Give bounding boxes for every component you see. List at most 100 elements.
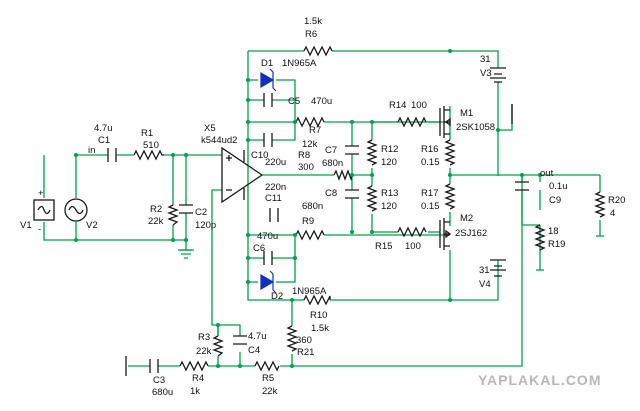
label-r10-value: 1.5k: [311, 323, 329, 334]
resistor-r16: [444, 139, 456, 166]
label-r2: R2: [150, 204, 162, 215]
diode-d1: [260, 68, 277, 92]
resistor-r6: [303, 45, 333, 57]
resistor-r2: [167, 204, 179, 226]
label-r1: R1: [141, 128, 153, 139]
label-r15-value: 100: [405, 241, 421, 252]
capacitor-c7: [345, 145, 359, 155]
label-c5-value: 470u: [311, 96, 332, 107]
label-v1: V1: [20, 220, 32, 231]
label-c4: C4: [248, 345, 260, 356]
capacitor-c5: [263, 93, 273, 107]
label-r5-value: 22k: [262, 386, 278, 397]
source-v2: [64, 198, 88, 222]
capacitor-c8: [345, 189, 359, 199]
label-r14: R14: [389, 100, 406, 111]
mosfet-m2: [439, 218, 452, 250]
label-r21: R21: [297, 347, 314, 358]
source-v1: [33, 199, 55, 221]
label-c4-value: 4.7u: [248, 331, 267, 342]
mosfet-m1: [439, 106, 451, 138]
label-v4: V4: [479, 279, 491, 290]
label-r3: R3: [198, 332, 210, 343]
resistor-r13: [366, 185, 378, 212]
capacitor-c6: [263, 251, 273, 265]
label-d2-type: 1N965A: [292, 286, 327, 297]
label-c6-value: 470u: [257, 231, 278, 242]
label-r16: R16: [421, 144, 438, 155]
label-c3-value: 680u: [152, 387, 173, 398]
resistor-r7: [295, 116, 325, 128]
label-c2-value: 120p: [195, 220, 216, 231]
label-d1: D1: [261, 58, 273, 69]
label-v1-plus: +: [38, 188, 44, 199]
resistor-r10: [303, 294, 331, 306]
label-r6-value: 1.5k: [304, 16, 322, 27]
source-v3: [490, 67, 506, 83]
label-c7-value: 680n: [322, 158, 343, 169]
resistor-r4: [179, 360, 209, 372]
label-v2: V2: [86, 220, 98, 231]
label-c7: C7: [325, 145, 337, 156]
resistor-r12: [366, 139, 378, 166]
label-r20: R20: [608, 195, 625, 206]
label-c11: C11: [265, 193, 282, 204]
label-r19-value: 18: [548, 226, 559, 237]
label-r8: R8: [298, 150, 310, 161]
capacitor-c10: [263, 133, 273, 147]
resistor-r15: [397, 226, 427, 238]
label-d2: D2: [271, 291, 283, 302]
label-c11-value: 220n: [265, 182, 286, 193]
label-r10: R10: [310, 310, 327, 321]
label-d1-type: 1N965A: [282, 58, 317, 69]
label-c9: C9: [549, 195, 561, 206]
resistor-r19: [534, 224, 546, 251]
capacitor-c3: [149, 359, 159, 373]
diode-d2: [260, 270, 277, 294]
label-c1: C1: [98, 135, 110, 146]
label-x5: X5: [204, 123, 216, 134]
label-r21-value: 360: [296, 335, 312, 346]
wires: [43, 50, 601, 367]
label-x5-type: k544ud2: [201, 135, 237, 146]
label-c3: C3: [153, 375, 165, 386]
label-r13: R13: [381, 188, 398, 199]
label-m1-type: 2SK1058: [456, 122, 495, 133]
label-r14-value: 100: [411, 100, 427, 111]
label-r3-value: 22k: [196, 346, 212, 357]
resistor-r14: [397, 116, 427, 128]
label-r2-value: 22k: [148, 216, 164, 227]
label-v3-value: 31: [480, 54, 491, 65]
component-labels: 1.5k R6 D1 1N965A C5 470u R14 100 M1 2SK…: [20, 16, 625, 398]
opamp-x5: [221, 146, 264, 204]
label-out: out: [540, 168, 554, 179]
resistor-r5: [254, 360, 280, 372]
label-c10-value: 220u: [265, 157, 286, 168]
label-v3: V3: [480, 68, 492, 79]
label-m2-type: 2SJ162: [455, 228, 487, 239]
resistor-r1: [133, 149, 164, 161]
ground-symbol: [178, 249, 194, 259]
label-c1-value: 4.7u: [94, 123, 113, 134]
label-c2: C2: [195, 207, 207, 218]
label-c6: C6: [253, 243, 265, 254]
resistor-r3: [212, 335, 224, 357]
label-c8-value: 680n: [302, 201, 323, 212]
label-r4-value: 1k: [190, 386, 200, 397]
capacitor-c11: [269, 208, 279, 222]
label-v4-value: 31: [479, 265, 490, 276]
label-r16-value: 0.15: [421, 157, 440, 168]
label-c9-value: 0.1u: [549, 181, 568, 192]
resistor-r21: [286, 325, 298, 352]
resistor-r17: [444, 183, 456, 210]
label-in: in: [88, 145, 95, 156]
label-r8-value: 300: [298, 162, 314, 173]
label-c5: C5: [288, 96, 300, 107]
capacitor-c4: [233, 335, 247, 345]
resistor-r20: [594, 191, 606, 218]
source-v4: [490, 259, 506, 277]
label-r4: R4: [192, 373, 204, 384]
label-m1: M1: [460, 108, 473, 119]
label-c10: C10: [251, 150, 268, 161]
label-r17-value: 0.15: [421, 201, 440, 212]
